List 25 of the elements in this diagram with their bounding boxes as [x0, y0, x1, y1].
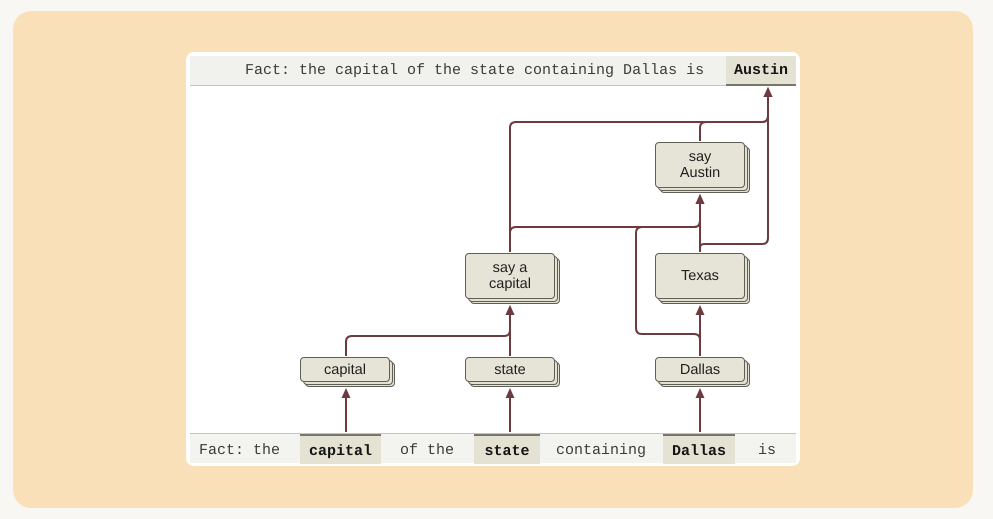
feature-card: say Austin — [655, 142, 745, 188]
sentence-bar — [190, 433, 796, 463]
feature-card-stack — [465, 357, 560, 387]
arrow — [696, 388, 704, 432]
sentence-text: Fact: the — [199, 442, 280, 460]
arrow — [506, 305, 514, 356]
feature-card: state — [465, 357, 555, 382]
arrow — [342, 388, 350, 432]
highlighted-token: capital — [300, 434, 381, 464]
feature-card: say a capital — [465, 253, 555, 299]
highlighted-token: state — [474, 434, 540, 464]
highlighted-token: Dallas — [663, 434, 735, 464]
feature-card: capital — [300, 357, 390, 382]
sentence-text: containing — [556, 442, 646, 460]
feature-card-stack — [655, 357, 750, 387]
arrow — [699, 87, 772, 141]
sentence-text: is — [758, 442, 776, 460]
sentence-bar — [190, 56, 796, 86]
arrow — [506, 388, 514, 432]
highlighted-token: Austin — [726, 56, 796, 86]
sentence-text: Fact: the capital of the state containing Dallas is — [245, 62, 704, 80]
sentence-text: of the — [400, 442, 454, 460]
feature-card: Dallas — [655, 357, 745, 382]
feature-card-stack — [300, 357, 395, 387]
feature-card: Texas — [655, 253, 745, 299]
